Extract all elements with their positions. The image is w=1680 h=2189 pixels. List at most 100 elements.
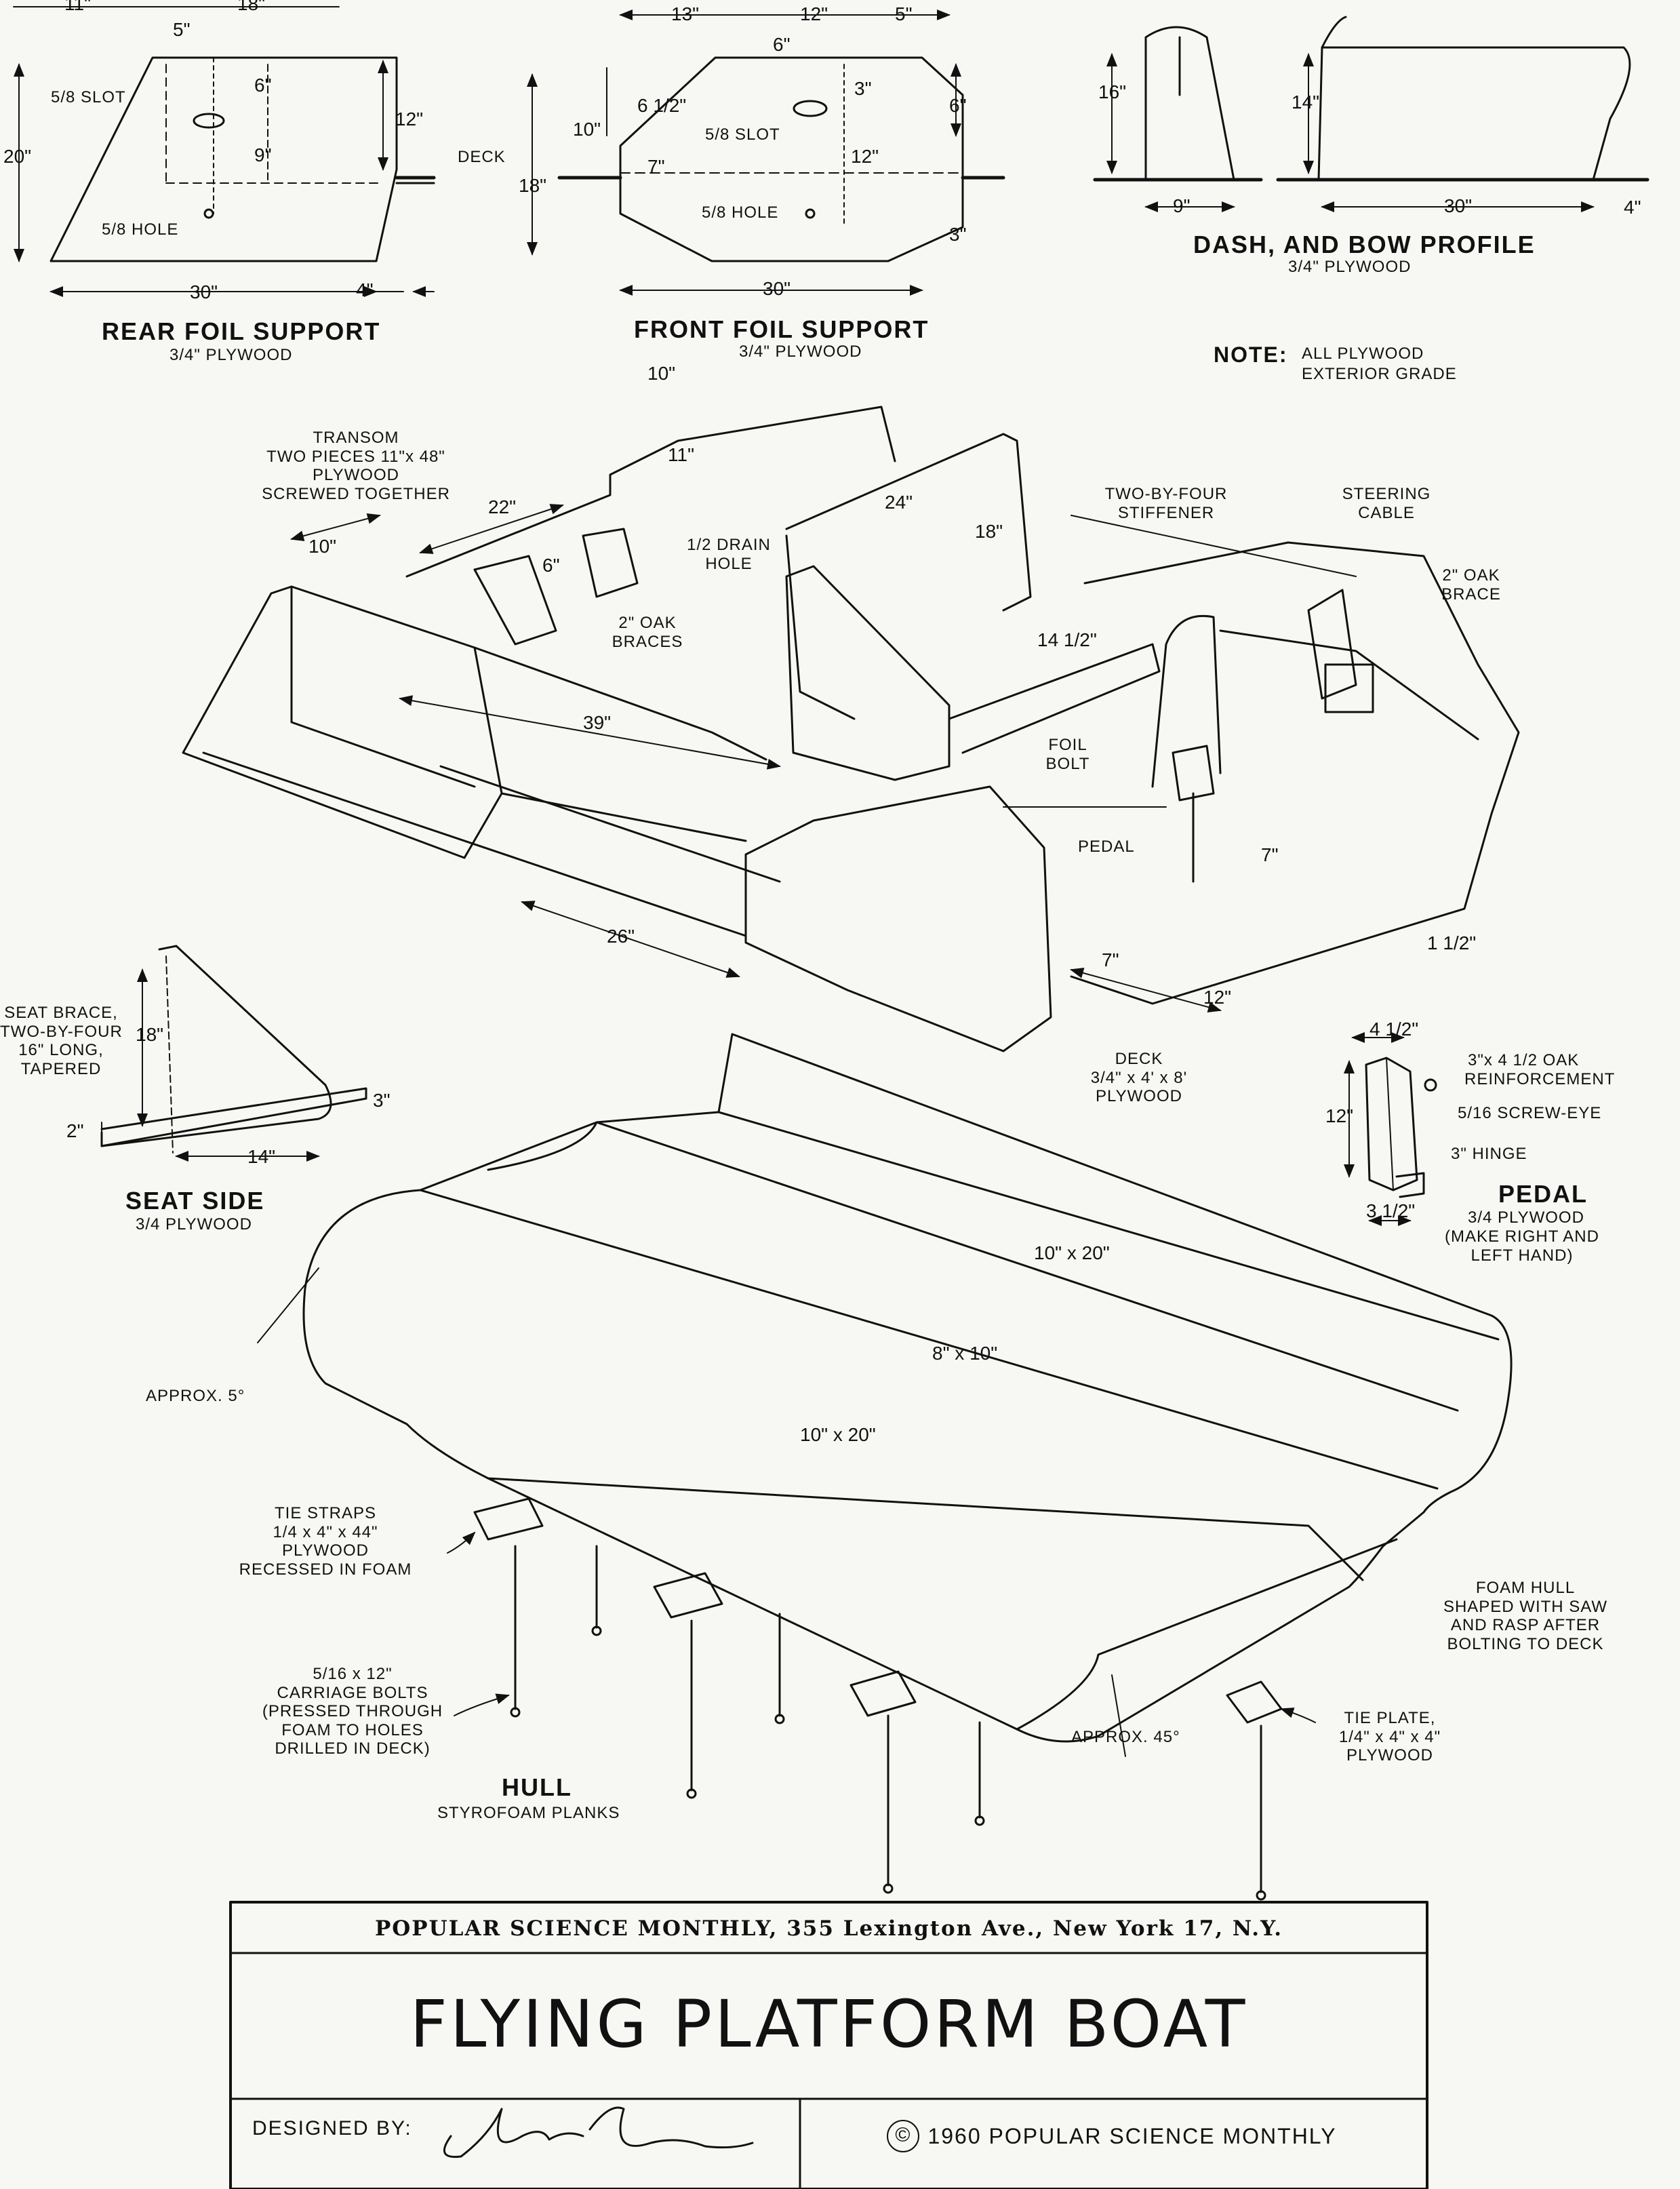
- front-dim-6-top: 6": [773, 34, 791, 55]
- deck-label: DECK: [458, 148, 506, 166]
- front-dim-10: 10": [573, 119, 601, 140]
- copyright-line: © 1960 POPULAR SCIENCE MONTHLY: [800, 2102, 1424, 2170]
- pedal-callout: PEDAL: [1078, 837, 1135, 856]
- seat-dim-14: 14": [247, 1146, 276, 1167]
- carriage-bolts-callout: 5/16 x 12" CARRIAGE BOLTS (PRESSED THROU…: [262, 1665, 443, 1758]
- front-dim-12-mid: 12": [851, 146, 879, 167]
- front-hole-label: 5/8 HOLE: [702, 203, 779, 222]
- tie-straps-callout: TIE STRAPS 1/4 x 4" x 44" PLYWOOD RECESS…: [239, 1504, 412, 1579]
- hull-material: STYROFOAM PLANKS: [437, 1804, 620, 1822]
- dash-dim-16: 16": [1098, 81, 1127, 102]
- assembly-dim-7-bottom: 7": [1102, 949, 1119, 970]
- rear-dim-11: 11": [64, 0, 92, 14]
- front-dim-30: 30": [763, 278, 791, 299]
- hull-plank-bottom: 10" x 20": [800, 1424, 876, 1445]
- pedal-note: (MAKE RIGHT AND LEFT HAND): [1445, 1227, 1599, 1265]
- assembly-dim-1-half: 1 1/2": [1427, 932, 1477, 953]
- designer-signature: [443, 2106, 754, 2158]
- seat-side-title: SEAT SIDE: [125, 1187, 265, 1215]
- drain-hole-callout: 1/2 DRAIN HOLE: [687, 536, 771, 573]
- hull-view: [302, 1033, 1513, 1743]
- hull-approx-5: APPROX. 5°: [146, 1387, 245, 1405]
- dash-material: 3/4" PLYWOOD: [1288, 258, 1412, 276]
- rear-foil-material: 3/4" PLYWOOD: [169, 346, 293, 364]
- pedal-reinforcement-callout: REINFORCEMENT: [1464, 1070, 1616, 1088]
- tie-plate-callout: TIE PLATE, 1/4" x 4" x 4" PLYWOOD: [1338, 1709, 1441, 1765]
- assembly-dim-18: 18": [975, 521, 1003, 542]
- assembly-dim-14-half: 14 1/2": [1037, 629, 1097, 650]
- deck-callout: DECK 3/4" x 4' x 8' PLYWOOD: [1090, 1050, 1188, 1106]
- foil-bolt-callout: FOIL BOLT: [1045, 736, 1090, 773]
- note-label: NOTE:: [1214, 342, 1288, 367]
- dash-dim-9: 9": [1173, 195, 1191, 216]
- pedal-hinge-callout: 3" HINGE: [1451, 1145, 1527, 1163]
- bow-dim-14: 14": [1292, 92, 1320, 113]
- boat-assembly-view: [182, 406, 1520, 1052]
- front-dim-6-half: 6 1/2": [637, 95, 687, 116]
- rear-foil-title: REAR FOIL SUPPORT: [102, 317, 381, 345]
- dash-title: DASH, AND BOW PROFILE: [1193, 231, 1536, 258]
- front-dim-18: 18": [519, 175, 547, 196]
- seat-dim-2: 2": [66, 1120, 84, 1141]
- title-block-frame: [229, 1901, 1428, 2189]
- steering-cable-callout: STEERING CABLE: [1342, 485, 1431, 522]
- assembly-dim-10-side: 10": [308, 536, 337, 557]
- front-dim-6-right: 6": [949, 95, 967, 116]
- front-foil-support-view: [527, 9, 1005, 296]
- bow-dim-4: 4": [1624, 197, 1641, 218]
- hull-title: HULL: [502, 1773, 572, 1801]
- assembly-dim-7-top: 7": [1261, 844, 1279, 865]
- note-line-2: EXTERIOR GRADE: [1302, 365, 1457, 383]
- copyright-text: 1960 POPULAR SCIENCE MONTHLY: [927, 2123, 1337, 2148]
- assembly-dim-11: 11": [668, 444, 695, 465]
- front-dim-7: 7": [647, 156, 665, 177]
- dash-bow-profile-view: [1093, 16, 1649, 212]
- hull-plank-middle: 8" x 10": [932, 1343, 998, 1364]
- front-foil-title: FRONT FOIL SUPPORT: [634, 315, 929, 343]
- seat-side-view: [100, 945, 367, 1162]
- front-dim-3-bottom: 3": [949, 224, 967, 245]
- front-dim-13: 13": [671, 3, 700, 24]
- assembly-dim-12: 12": [1203, 987, 1232, 1008]
- foam-hull-callout: FOAM HULL SHAPED WITH SAW AND RASP AFTER…: [1443, 1579, 1608, 1653]
- stiffener-callout: TWO-BY-FOUR STIFFENER: [1104, 485, 1228, 522]
- seat-dim-18: 18": [136, 1024, 164, 1045]
- front-dim-3-top: 3": [854, 78, 872, 99]
- rear-dim-9: 9": [254, 144, 272, 165]
- pedal-oak-callout: 3"x 4 1/2 OAK: [1468, 1051, 1580, 1069]
- seat-side-material: 3/4 PLYWOOD: [136, 1215, 252, 1234]
- designed-by-label: DESIGNED BY:: [252, 2117, 412, 2139]
- drawing-title: FLYING PLATFORM BOAT: [409, 1986, 1248, 2062]
- front-slot-label: 5/8 SLOT: [705, 125, 780, 144]
- publisher-line: POPULAR SCIENCE MONTHLY, 355 Lexington A…: [374, 1916, 1283, 1941]
- rear-dim-12: 12": [395, 109, 424, 130]
- hull-plank-top: 10" x 20": [1034, 1242, 1110, 1263]
- oak-braces-callout: 2" OAK BRACES: [612, 614, 683, 651]
- pedal-material: 3/4 PLYWOOD: [1468, 1208, 1584, 1227]
- seat-dim-3: 3": [373, 1090, 391, 1111]
- rear-dim-30: 30": [190, 281, 218, 302]
- front-dim-12: 12": [800, 3, 828, 24]
- rear-dim-6: 6": [254, 75, 272, 96]
- rear-foil-support-view: [13, 6, 436, 297]
- hull-hardware: [257, 1267, 1316, 1901]
- pedal-title: PEDAL: [1498, 1180, 1588, 1208]
- front-foil-material: 3/4" PLYWOOD: [739, 342, 862, 361]
- pedal-view: [1344, 1032, 1437, 1226]
- assembly-dim-24: 24": [885, 492, 913, 513]
- rear-hole-label: 5/8 HOLE: [102, 220, 179, 239]
- assembly-dim-6: 6": [542, 555, 560, 576]
- rear-dim-20: 20": [3, 146, 32, 167]
- pedal-screw-eye-callout: 5/16 SCREW-EYE: [1458, 1104, 1602, 1122]
- hull-approx-45: APPROX. 45°: [1071, 1728, 1180, 1746]
- seat-brace-callout: SEAT BRACE, TWO-BY-FOUR 16" LONG, TAPERE…: [0, 1004, 123, 1078]
- rear-dim-4: 4": [356, 279, 374, 300]
- note-line-1: ALL PLYWOOD: [1302, 344, 1424, 363]
- assembly-dim-26: 26": [607, 926, 635, 947]
- rear-slot-label: 5/8 SLOT: [51, 88, 126, 106]
- copyright-symbol: ©: [887, 2120, 920, 2152]
- pedal-dim-4-half: 4 1/2": [1369, 1019, 1419, 1040]
- assembly-dim-39: 39": [583, 712, 612, 733]
